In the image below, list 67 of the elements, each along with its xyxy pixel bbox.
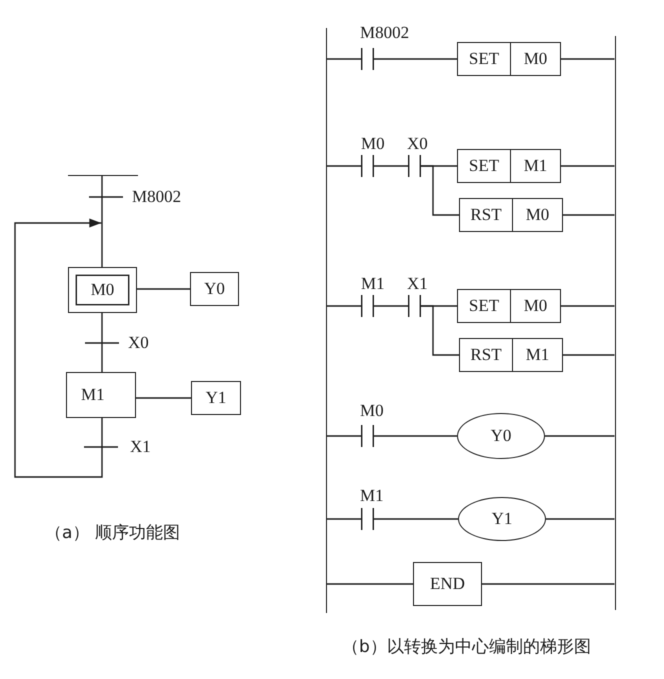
connector-line: [374, 58, 457, 60]
instruction-keyword: RST: [460, 339, 513, 371]
end-box: END: [413, 562, 482, 606]
contact-label: M8002: [360, 23, 410, 43]
contact-symbol: [361, 155, 374, 177]
contact-symbol: [408, 295, 421, 317]
instruction-box: [459, 338, 563, 372]
operand-label: M1: [524, 344, 550, 366]
contact-symbol: [361, 48, 374, 70]
connector-line: [561, 305, 614, 307]
contact-symbol: [361, 425, 374, 447]
contact-symbol: [408, 155, 421, 177]
connector-line: [563, 214, 614, 216]
transition-label: M8002: [132, 187, 182, 207]
connector-line: [374, 165, 408, 167]
operand-label: M0: [524, 204, 550, 226]
figure-caption: （a） 顺序功能图: [45, 523, 180, 543]
connector-line: [327, 583, 413, 585]
instruction-keyword: SET: [458, 43, 511, 75]
connector-line: [561, 165, 614, 167]
arrow: [14, 218, 103, 478]
connector-line: [327, 435, 361, 437]
connector-line: [374, 435, 457, 437]
action-box: Y0: [190, 272, 239, 306]
connector-line: [546, 518, 614, 520]
instruction-box: [457, 42, 561, 76]
connector-line: [421, 165, 459, 216]
initial-step-box: M0: [68, 267, 137, 313]
step-box: M1: [66, 372, 136, 418]
connector-line: [327, 165, 361, 167]
connector-line: [374, 305, 408, 307]
contact-label: M0: [360, 401, 384, 421]
contact-label: M1: [360, 486, 384, 506]
operand-label: M0: [522, 295, 548, 317]
transition-label: X1: [130, 437, 151, 457]
contact-symbol: [361, 295, 374, 317]
coil-ellipse: Y1: [458, 497, 546, 541]
instruction-box: [457, 289, 561, 323]
operand-label: M1: [522, 155, 548, 177]
contact-label: M0: [361, 134, 385, 154]
action-box: Y1: [191, 381, 241, 415]
instruction-keyword: SET: [458, 150, 511, 182]
connector-line: [101, 313, 103, 372]
connector-line: [421, 305, 459, 356]
instruction-keyword: RST: [460, 199, 513, 231]
coil-ellipse: Y0: [457, 413, 545, 459]
operand-label: M0: [522, 48, 548, 70]
connector-line: [561, 58, 614, 60]
connector-line: [101, 176, 103, 267]
connector-line: [327, 518, 361, 520]
figure-caption: （b）以转换为中心编制的梯形图: [342, 637, 591, 657]
instruction-keyword: SET: [458, 290, 511, 322]
contact-label: X0: [407, 134, 428, 154]
connector-line: [545, 435, 614, 437]
contact-symbol: [361, 508, 374, 530]
contact-label: M1: [361, 274, 385, 294]
instruction-box: [459, 198, 563, 232]
connector-line: [137, 288, 190, 290]
instruction-box: [457, 149, 561, 183]
contact-label: X1: [407, 274, 428, 294]
connector-line: [327, 305, 361, 307]
connector-line: [563, 354, 614, 356]
connector-line: [482, 583, 614, 585]
connector-line: [136, 397, 191, 399]
transition-label: X0: [128, 333, 149, 353]
connector-line: [327, 58, 361, 60]
connector-line: [374, 518, 458, 520]
